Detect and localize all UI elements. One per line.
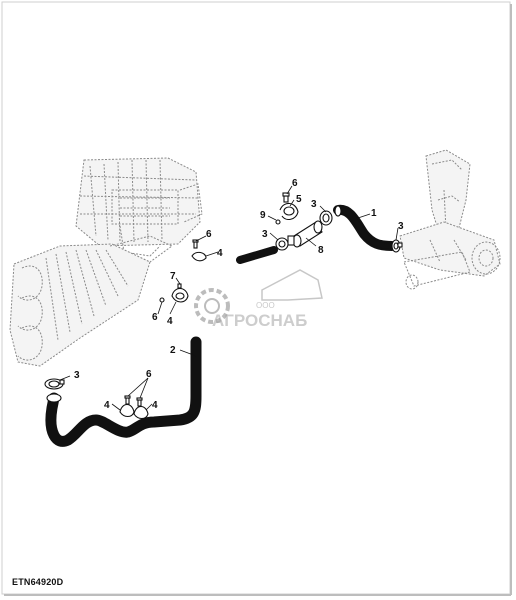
clip-5-assembly xyxy=(275,192,299,225)
watermark-brand: АГРОСНАБ xyxy=(212,311,307,330)
clamp-3-upper xyxy=(319,210,333,226)
clamp-3-mid xyxy=(275,237,289,251)
frame-bracket-ghost xyxy=(399,149,501,290)
callout-3-upper: 3 xyxy=(311,199,317,210)
callout-4-lower-left: 4 xyxy=(104,400,110,411)
clamp-4-middle xyxy=(159,283,189,303)
figure-id: ETN64920D xyxy=(12,577,64,587)
callout-7: 7 xyxy=(170,271,176,282)
callouts: 1 2 3 3 3 3 4 4 4 4 5 6 6 6 6 7 8 9 xyxy=(74,178,404,411)
watermark-legal: ООО xyxy=(256,301,275,310)
connector-8 xyxy=(287,220,323,248)
callout-5: 5 xyxy=(296,194,302,205)
callout-4-middle: 4 xyxy=(167,316,173,327)
air-cleaner-housing-ghost xyxy=(75,157,203,257)
callout-2: 2 xyxy=(170,345,176,356)
callout-3-right: 3 xyxy=(398,221,404,232)
callout-3-mid: 3 xyxy=(262,229,268,240)
clamp-4-lower-right xyxy=(133,397,149,420)
watermark-tractor-icon xyxy=(261,269,323,301)
watermark: ООО АГРОСНАБ xyxy=(194,269,323,330)
leader-lines xyxy=(59,185,399,411)
hose-1 xyxy=(333,204,397,251)
callout-6-upper-left: 6 xyxy=(206,229,212,240)
callout-6-top: 6 xyxy=(292,178,298,189)
callout-8: 8 xyxy=(318,245,324,256)
pre-cleaner-ghost xyxy=(9,235,173,367)
short-hose xyxy=(236,246,278,264)
callout-4-upper: 4 xyxy=(217,248,223,259)
callout-6-lower: 6 xyxy=(146,369,152,380)
clamp-3-lower xyxy=(44,378,65,390)
callout-6-middle: 6 xyxy=(152,312,158,323)
clamp-3-right xyxy=(391,239,403,253)
callout-4-lower-right: 4 xyxy=(152,400,158,411)
callout-1: 1 xyxy=(371,208,377,219)
callout-9: 9 xyxy=(260,210,266,221)
watermark-gear-icon xyxy=(194,288,230,324)
hose-stub-left xyxy=(46,393,62,403)
hose-2 xyxy=(45,336,202,447)
clamp-4-lower-left xyxy=(119,395,135,418)
callout-3-lower-left: 3 xyxy=(74,370,80,381)
clamp-4-upper xyxy=(191,239,207,262)
